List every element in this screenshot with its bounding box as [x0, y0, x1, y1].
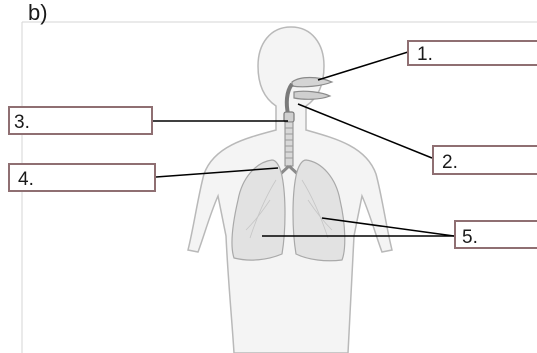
human-silhouette [188, 27, 392, 353]
label-box-1[interactable]: 1. [407, 40, 537, 66]
trachea [285, 122, 293, 166]
label-number-5: 5. [462, 228, 478, 247]
label-box-4[interactable]: 4. [8, 163, 156, 192]
nasal-cavity [292, 78, 332, 87]
label-number-3: 3. [14, 113, 30, 132]
part-label: b) [28, 2, 48, 24]
label-number-2: 2. [442, 153, 458, 172]
leader-line-1 [318, 52, 408, 80]
label-number-1: 1. [417, 45, 433, 64]
label-number-4: 4. [18, 170, 34, 189]
label-box-3[interactable]: 3. [8, 106, 153, 135]
label-box-2[interactable]: 2. [432, 145, 537, 175]
label-box-5[interactable]: 5. [454, 220, 537, 249]
oral-cavity [294, 91, 330, 99]
